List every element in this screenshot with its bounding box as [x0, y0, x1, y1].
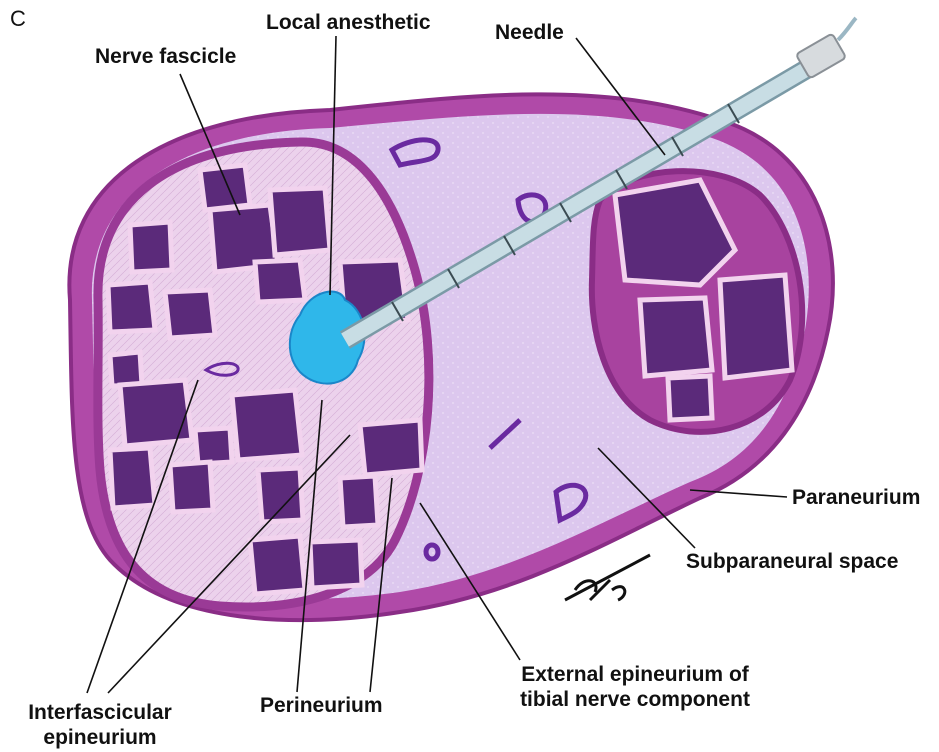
label-local-anesthetic: Local anesthetic: [266, 10, 431, 35]
artist-signature: [565, 555, 650, 600]
label-interfascicular-epineurium: Interfascicular epineurium: [0, 700, 200, 750]
label-subparaneural-space: Subparaneural space: [686, 549, 898, 574]
label-interfascicular-line1: Interfascicular: [0, 700, 200, 725]
label-needle: Needle: [495, 20, 564, 45]
label-nerve-fascicle: Nerve fascicle: [95, 44, 236, 69]
label-external-epineurium-line2: tibial nerve component: [500, 687, 770, 712]
label-external-epineurium: External epineurium of tibial nerve comp…: [500, 662, 770, 712]
label-interfascicular-line2: epineurium: [0, 725, 200, 750]
label-paraneurium: Paraneurium: [792, 485, 920, 510]
label-perineurium: Perineurium: [260, 693, 383, 718]
label-external-epineurium-line1: External epineurium of: [500, 662, 770, 687]
panel-letter: C: [10, 6, 26, 32]
